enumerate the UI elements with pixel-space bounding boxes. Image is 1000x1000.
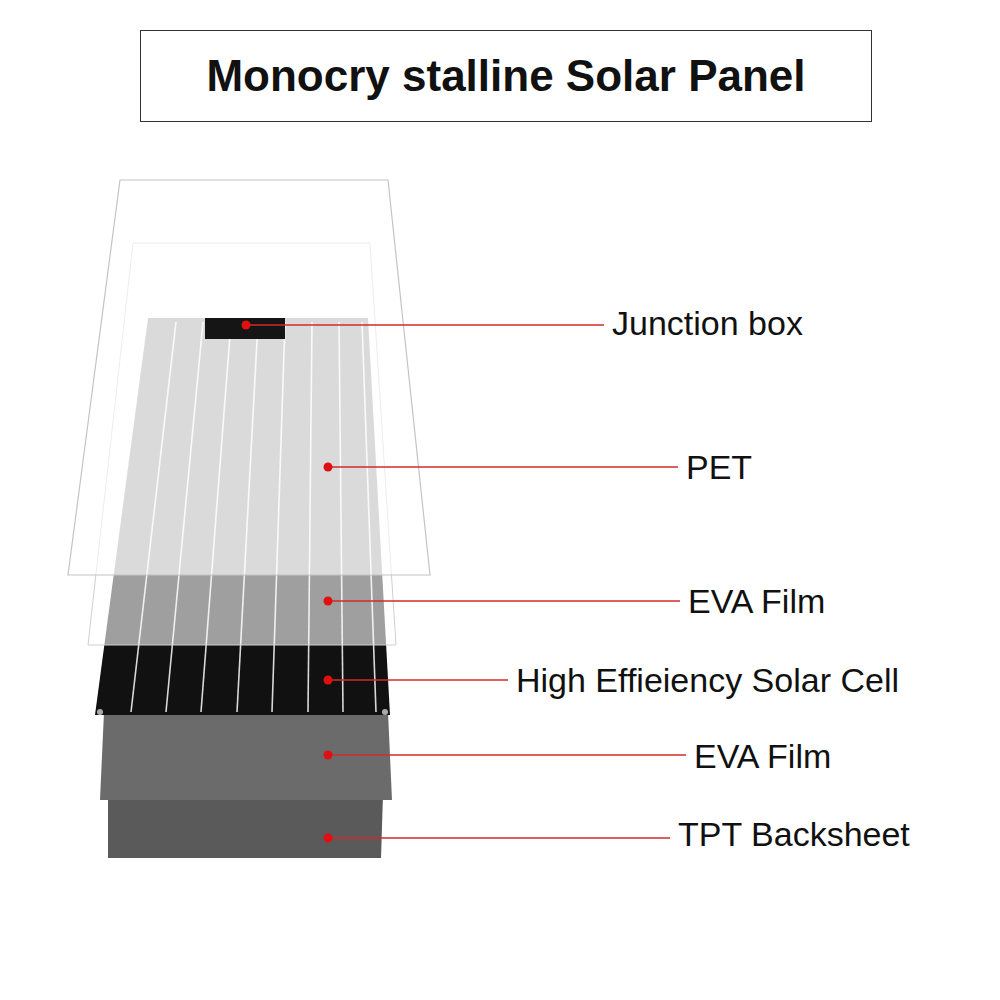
- leader-dot: [324, 676, 333, 685]
- title-box: Monocry stalline Solar Panel: [140, 30, 872, 122]
- part-label: PET: [686, 448, 752, 487]
- eva-layer: [100, 712, 392, 800]
- junction-box: [205, 318, 285, 339]
- leader-line: [328, 679, 508, 680]
- leader-line: [328, 466, 678, 467]
- part-label: High Effieiency Solar Cell: [516, 661, 899, 700]
- part-label: EVA Film: [688, 582, 825, 621]
- leader-line: [328, 600, 680, 601]
- leader-dot: [242, 321, 251, 330]
- leader-dot: [324, 597, 333, 606]
- leader-line: [328, 754, 686, 755]
- pet-layer: [68, 180, 430, 575]
- part-label: Junction box: [612, 304, 803, 343]
- leader-dot: [324, 463, 333, 472]
- part-label: EVA Film: [694, 737, 831, 776]
- leader-dot: [324, 834, 333, 843]
- leader-line: [246, 324, 604, 325]
- part-label: TPT Backsheet: [678, 815, 910, 854]
- leader-line: [328, 837, 670, 838]
- leader-dot: [324, 751, 333, 760]
- backsheet-layer: [108, 795, 383, 858]
- title: Monocry stalline Solar Panel: [206, 51, 805, 101]
